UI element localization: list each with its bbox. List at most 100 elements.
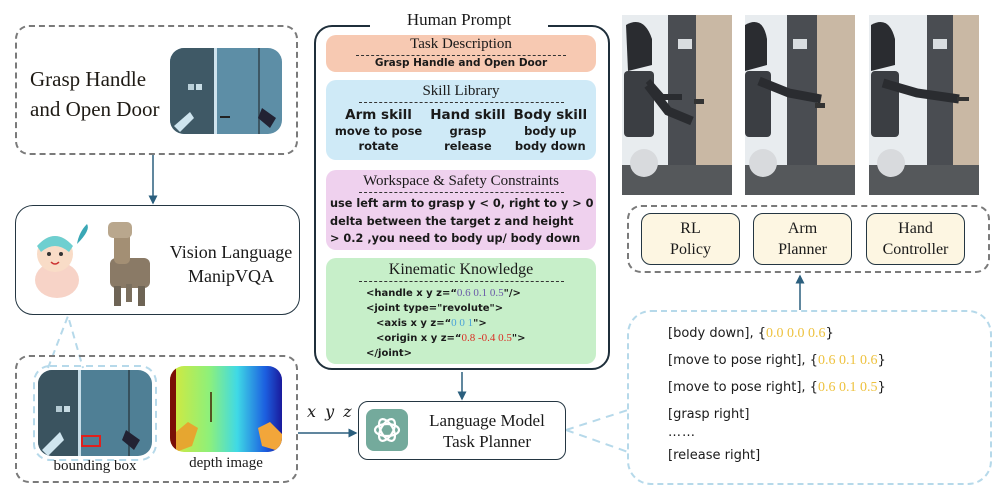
controller-line: RL — [680, 220, 701, 237]
handle-bounding-box — [81, 435, 101, 447]
task-planner-label: Language Model Task Planner — [412, 410, 562, 452]
divider — [358, 192, 564, 193]
rl-policy-box: RL Policy — [641, 213, 740, 265]
controller-line: Planner — [778, 241, 827, 258]
kin-post: "/> — [503, 288, 521, 299]
robot-frame-3-image — [869, 15, 979, 195]
task-line-2: and Open Door — [30, 97, 160, 121]
bbox-highlight-frame — [33, 365, 157, 461]
robot-llama-image — [100, 218, 162, 310]
body-skill-head: Body skill — [513, 107, 588, 123]
controller-line: Controller — [882, 241, 949, 258]
controllers-box — [627, 205, 990, 273]
action-item: [grasp right] — [668, 401, 886, 428]
kin-post: "> — [473, 318, 487, 329]
vlm-label-line-1: Vision Language — [169, 242, 293, 262]
task-description-body: Grasp Handle and Open Door — [374, 57, 548, 69]
hand-skill-column: Hand skill grasp release — [430, 106, 505, 154]
task-planner-line-2: Task Planner — [442, 432, 532, 451]
divider — [356, 55, 566, 56]
openai-logo-icon — [366, 409, 408, 451]
skill-library-title: Skill Library — [422, 83, 500, 99]
vlm-label: Vision Language ManipVQA — [166, 240, 296, 288]
robot-frame-1-image — [622, 15, 732, 195]
constraint-line: delta between the target z and height — [330, 214, 574, 228]
action-item: [move to pose right], {0.6 0.1 0.6} — [668, 347, 886, 374]
skill-item: grasp — [449, 124, 487, 138]
body-skill-column: Body skill body up body down — [514, 106, 588, 154]
kin-line: <axis x y z=“0 0 1"> — [366, 316, 596, 331]
hand-skill-head: Hand skill — [430, 107, 506, 123]
arm-planner-box: Arm Planner — [753, 213, 852, 265]
arm-skill-head: Arm skill — [345, 107, 412, 123]
divider — [358, 281, 564, 282]
action-item: [move to pose right], {0.6 0.1 0.5} — [668, 374, 886, 401]
kin-value: 0.8 -0.4 0.5 — [461, 332, 512, 344]
action-command: [move to pose right], { — [668, 353, 818, 368]
workspace-constraints-panel: Workspace & Safety Constraints use left … — [326, 170, 596, 250]
bounding-box-image — [38, 370, 152, 456]
kinematic-knowledge-panel: Kinematic Knowledge <handle x y z=“0.6 0… — [326, 258, 596, 364]
divider — [358, 102, 564, 103]
vlm-label-line-2: ManipVQA — [188, 266, 274, 286]
arm-skill-column: Arm skill move to pose rotate — [335, 106, 422, 154]
action-command: [release right] — [668, 448, 761, 463]
controller-line: Arm — [787, 220, 818, 237]
kin-post: "> — [511, 333, 526, 344]
robot-frame-2-image — [745, 15, 855, 195]
skill-library-panel: Skill Library Arm skill move to pose rot… — [326, 80, 596, 160]
kin-line: <handle x y z=“0.6 0.1 0.5"/> — [366, 286, 596, 301]
callout-planner-to-actions — [565, 409, 629, 453]
skill-item: body down — [514, 139, 586, 153]
task-description-title: Task Description — [410, 36, 512, 52]
action-sequence-box — [627, 310, 992, 485]
action-item: [body down], {0.0 0.0 0.6} — [668, 320, 886, 347]
skill-item: body up — [524, 124, 577, 138]
action-item: [release right] — [668, 442, 886, 469]
callout-vlm-to-bbox — [47, 312, 84, 369]
kin-pre: <origin x y z=“ — [376, 333, 462, 344]
kin-pre: <axis x y z=“ — [376, 318, 452, 329]
kin-line: </joint> — [366, 346, 596, 361]
task-input-text: Grasp Handle and Open Door — [30, 64, 160, 124]
depth-image — [170, 366, 282, 452]
door-view-image — [170, 48, 282, 134]
kin-line: <joint type="revolute"> — [366, 301, 596, 316]
task-line-1: Grasp Handle — [30, 67, 147, 91]
bounding-box-caption: bounding box — [53, 458, 137, 474]
observations-box — [15, 355, 298, 483]
depth-image-caption: depth image — [189, 455, 263, 471]
kin-line: <origin x y z=“0.8 -0.4 0.5"> — [366, 331, 596, 346]
constraint-line: use left arm to grasp y < 0, right to y … — [330, 197, 594, 210]
skill-item: rotate — [358, 139, 399, 153]
xyz-label: x y z — [307, 402, 354, 421]
cat-mascot-image — [25, 222, 95, 302]
action-command: [move to pose right], { — [668, 380, 818, 395]
vlm-box — [15, 205, 300, 315]
action-command: …… — [668, 425, 696, 440]
task-input-box — [15, 25, 298, 155]
constraint-line: > 0.2 ,you need to body up/ body down — [330, 232, 581, 245]
kin-value: 0 0 1 — [451, 317, 474, 329]
action-close: } — [877, 353, 886, 368]
human-prompt-title: Human Prompt — [370, 10, 548, 34]
task-description-panel: Task Description Grasp Handle and Open D… — [326, 35, 596, 72]
action-sequence-list: [body down], {0.0 0.0 0.6} [move to pose… — [668, 320, 886, 469]
kinematic-code: <handle x y z=“0.6 0.1 0.5"/> <joint typ… — [326, 286, 596, 361]
skill-item: release — [444, 139, 492, 153]
kin-pre: </joint> — [366, 348, 413, 359]
action-command: [body down], { — [668, 326, 767, 341]
workspace-constraints-title: Workspace & Safety Constraints — [363, 173, 559, 189]
skill-item: move to pose — [334, 124, 423, 138]
action-close: } — [825, 326, 834, 341]
controller-line: Policy — [670, 241, 711, 258]
kin-value: 0.6 0.1 0.5 — [456, 287, 504, 299]
hand-controller-box: Hand Controller — [866, 213, 965, 265]
action-coords: 0.6 0.1 0.5 — [817, 380, 878, 395]
action-coords: 0.6 0.1 0.6 — [817, 353, 878, 368]
controller-line: Hand — [898, 220, 933, 237]
kin-pre: <joint type="revolute"> — [366, 303, 504, 314]
action-coords: 0.0 0.0 0.6 — [766, 326, 826, 341]
action-ellipsis: …… — [668, 425, 886, 442]
